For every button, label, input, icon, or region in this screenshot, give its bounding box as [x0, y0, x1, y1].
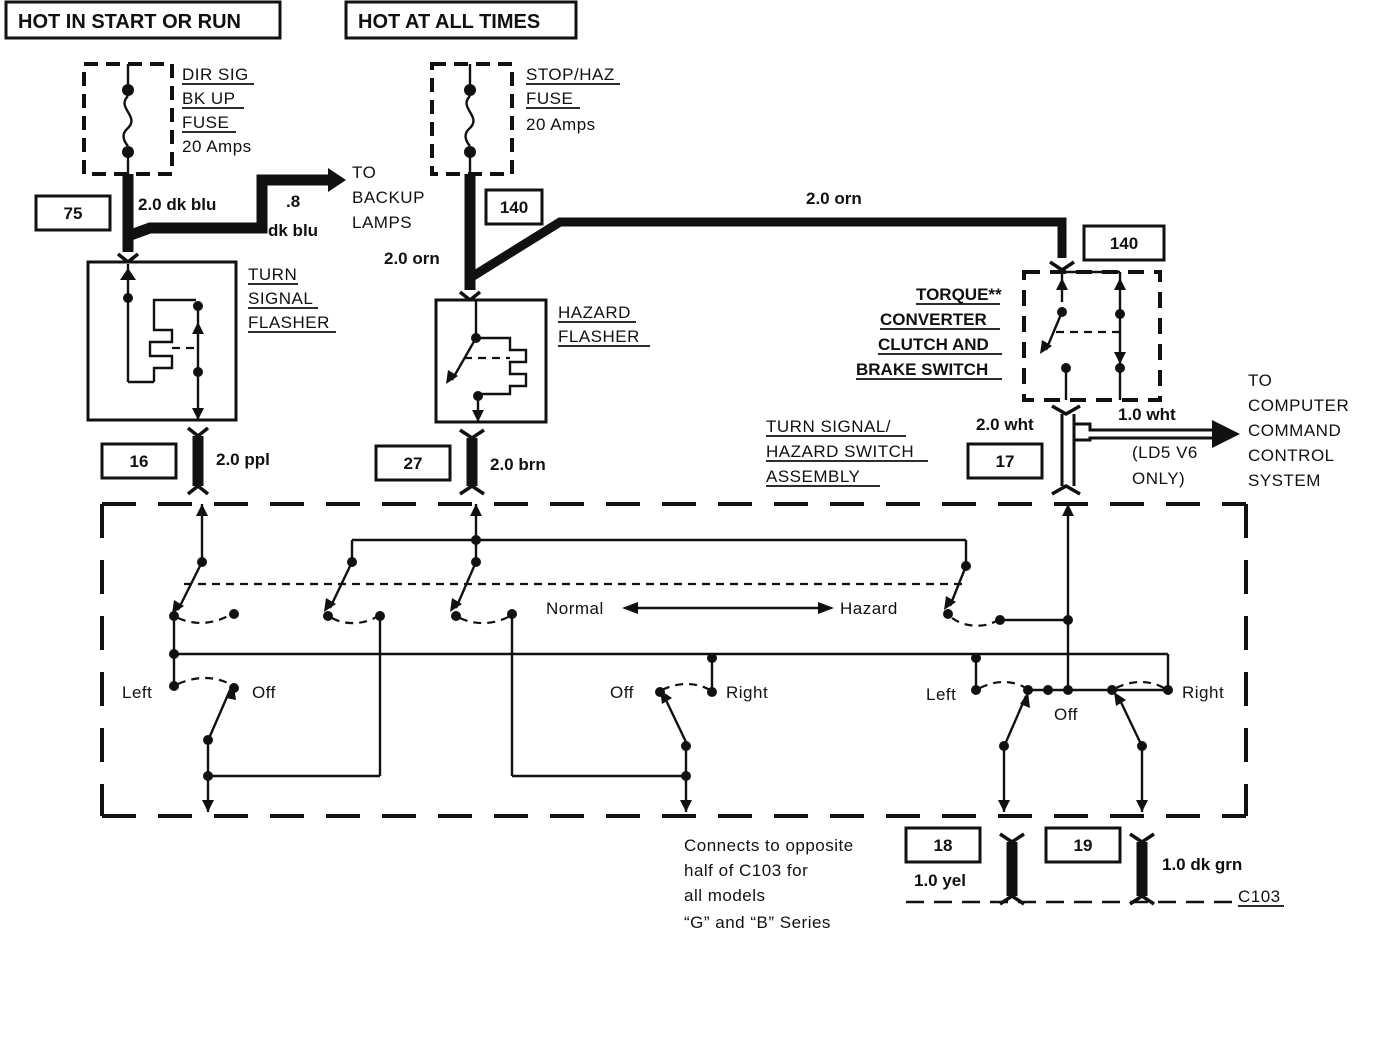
label-off-1: Off [252, 683, 276, 702]
wire-label-dk-grn: 1.0 dk grn [1162, 855, 1242, 874]
circuit-140a-text: 140 [500, 198, 528, 217]
computer-label-2: COMPUTER [1248, 396, 1349, 415]
stop-haz-label-2: FUSE [526, 89, 573, 108]
circuit-75-text: 75 [64, 204, 83, 223]
to-computer-command-control: TO COMPUTER COMMAND CONTROL SYSTEM [1248, 371, 1349, 490]
hazard-flasher-label-1: HAZARD [558, 303, 631, 322]
header-hot-in-start-or-run-text: HOT IN START OR RUN [18, 11, 241, 33]
turn-flasher-label-1: TURN [248, 265, 297, 284]
turn-signal-flasher [86, 252, 238, 422]
turn-flasher-label-3: FLASHER [248, 313, 330, 332]
computer-label-1: TO [1248, 371, 1272, 390]
dir-sig-fuse [82, 62, 174, 176]
backup-lamps-3: LAMPS [352, 213, 412, 232]
header-hot-at-all-times: HOT AT ALL TIMES [344, 0, 578, 40]
connector-17: 17 [966, 404, 1081, 496]
label-off-3: Off [1054, 705, 1078, 724]
torque-label-1: TORQUE** [916, 285, 1002, 304]
switch-assembly-label-2: HAZARD SWITCH [766, 442, 914, 461]
label-left-2: Left [926, 685, 956, 704]
computer-label-4: CONTROL [1248, 446, 1335, 465]
normal-hazard-indicator [622, 602, 834, 614]
turn-signal-flasher-label: TURN SIGNAL FLASHER [248, 265, 336, 333]
header-hot-at-all-times-text: HOT AT ALL TIMES [358, 11, 540, 33]
wire-label-1-0-wht: 1.0 wht [1118, 405, 1176, 424]
switch-assembly-enclosure [100, 502, 1248, 818]
dir-sig-label-1: DIR SIG [182, 65, 249, 84]
ld5-note-2: ONLY) [1132, 469, 1185, 488]
circuit-75: 75 [34, 194, 112, 232]
label-hazard: Hazard [840, 599, 898, 618]
label-normal: Normal [546, 599, 604, 618]
wire-label-2-0-dk-blu: 2.0 dk blu [138, 195, 216, 214]
note-line-3: all models [684, 886, 766, 905]
circuit-140b-text: 140 [1110, 234, 1138, 253]
switch-assembly-wiring [169, 504, 1173, 812]
note-line-1: Connects to opposite [684, 836, 854, 855]
wire-label-08-line1: .8 [286, 192, 300, 211]
connector-19: 19 [1044, 826, 1155, 906]
hazard-flasher-label: HAZARD FLASHER [558, 303, 650, 347]
stop-haz-label-3: 20 Amps [526, 115, 596, 134]
stop-haz-label-1: STOP/HAZ [526, 65, 615, 84]
stop-haz-fuse [430, 62, 514, 176]
circuit-17-text: 17 [996, 452, 1015, 471]
dir-sig-fuse-label: DIR SIG BK UP FUSE 20 Amps [182, 65, 254, 156]
wire-dk-blu [122, 168, 346, 252]
hazard-flasher [434, 290, 548, 424]
wire-to-computer [1074, 420, 1240, 448]
circuit-140-b: 140 [1082, 224, 1166, 262]
wire-label-yel: 1.0 yel [914, 871, 966, 890]
torque-switch-label: TORQUE** CONVERTER CLUTCH AND BRAKE SWIT… [856, 285, 1002, 380]
hazard-flasher-label-2: FLASHER [558, 327, 640, 346]
circuit-27-text: 27 [404, 454, 423, 473]
connector-18: 18 [904, 826, 1025, 906]
dir-sig-label-4: 20 Amps [182, 137, 252, 156]
dir-sig-label-2: BK UP [182, 89, 236, 108]
label-off-2: Off [610, 683, 634, 702]
circuit-19-text: 19 [1074, 836, 1093, 855]
wire-label-08-line2: dk blu [268, 221, 318, 240]
circuit-16-text: 16 [130, 452, 149, 471]
torque-converter-switch [1022, 260, 1162, 402]
switch-assembly-label-1: TURN SIGNAL/ [766, 417, 891, 436]
circuit-18-text: 18 [934, 836, 953, 855]
wire-label-brn: 2.0 brn [490, 455, 546, 474]
torque-label-2: CONVERTER [880, 310, 987, 329]
stop-haz-fuse-label: STOP/HAZ FUSE 20 Amps [526, 65, 620, 134]
turn-flasher-label-2: SIGNAL [248, 289, 313, 308]
label-right-1: Right [726, 683, 768, 702]
c103-note: Connects to opposite half of C103 for al… [684, 836, 854, 932]
note-line-4: “G” and “B” Series [684, 913, 831, 932]
wire-label-2-0-wht: 2.0 wht [976, 415, 1034, 434]
wire-label-orn-top: 2.0 orn [806, 189, 862, 208]
torque-label-4: BRAKE SWITCH [856, 360, 988, 379]
header-hot-in-start-or-run: HOT IN START OR RUN [4, 0, 282, 40]
label-left-1: Left [122, 683, 152, 702]
circuit-140-a: 140 [484, 188, 544, 226]
connector-c103-label: C103 [1238, 887, 1281, 906]
connector-27: 27 [374, 428, 485, 496]
connector-16: 16 [100, 426, 210, 496]
note-line-2: half of C103 for [684, 861, 808, 880]
computer-label-3: COMMAND [1248, 421, 1341, 440]
dir-sig-label-3: FUSE [182, 113, 229, 132]
wire-label-orn-left: 2.0 orn [384, 249, 440, 268]
wire-orn [464, 174, 1067, 290]
to-backup-lamps: TO BACKUP LAMPS [352, 163, 425, 232]
label-right-2: Right [1182, 683, 1224, 702]
backup-lamps-2: BACKUP [352, 188, 425, 207]
backup-lamps-1: TO [352, 163, 376, 182]
wire-label-ppl: 2.0 ppl [216, 450, 270, 469]
switch-assembly-label: TURN SIGNAL/ HAZARD SWITCH ASSEMBLY [766, 417, 928, 487]
torque-label-3: CLUTCH AND [878, 335, 989, 354]
computer-label-5: SYSTEM [1248, 471, 1321, 490]
switch-assembly-label-3: ASSEMBLY [766, 467, 860, 486]
ld5-note-1: (LD5 V6 [1132, 443, 1198, 462]
